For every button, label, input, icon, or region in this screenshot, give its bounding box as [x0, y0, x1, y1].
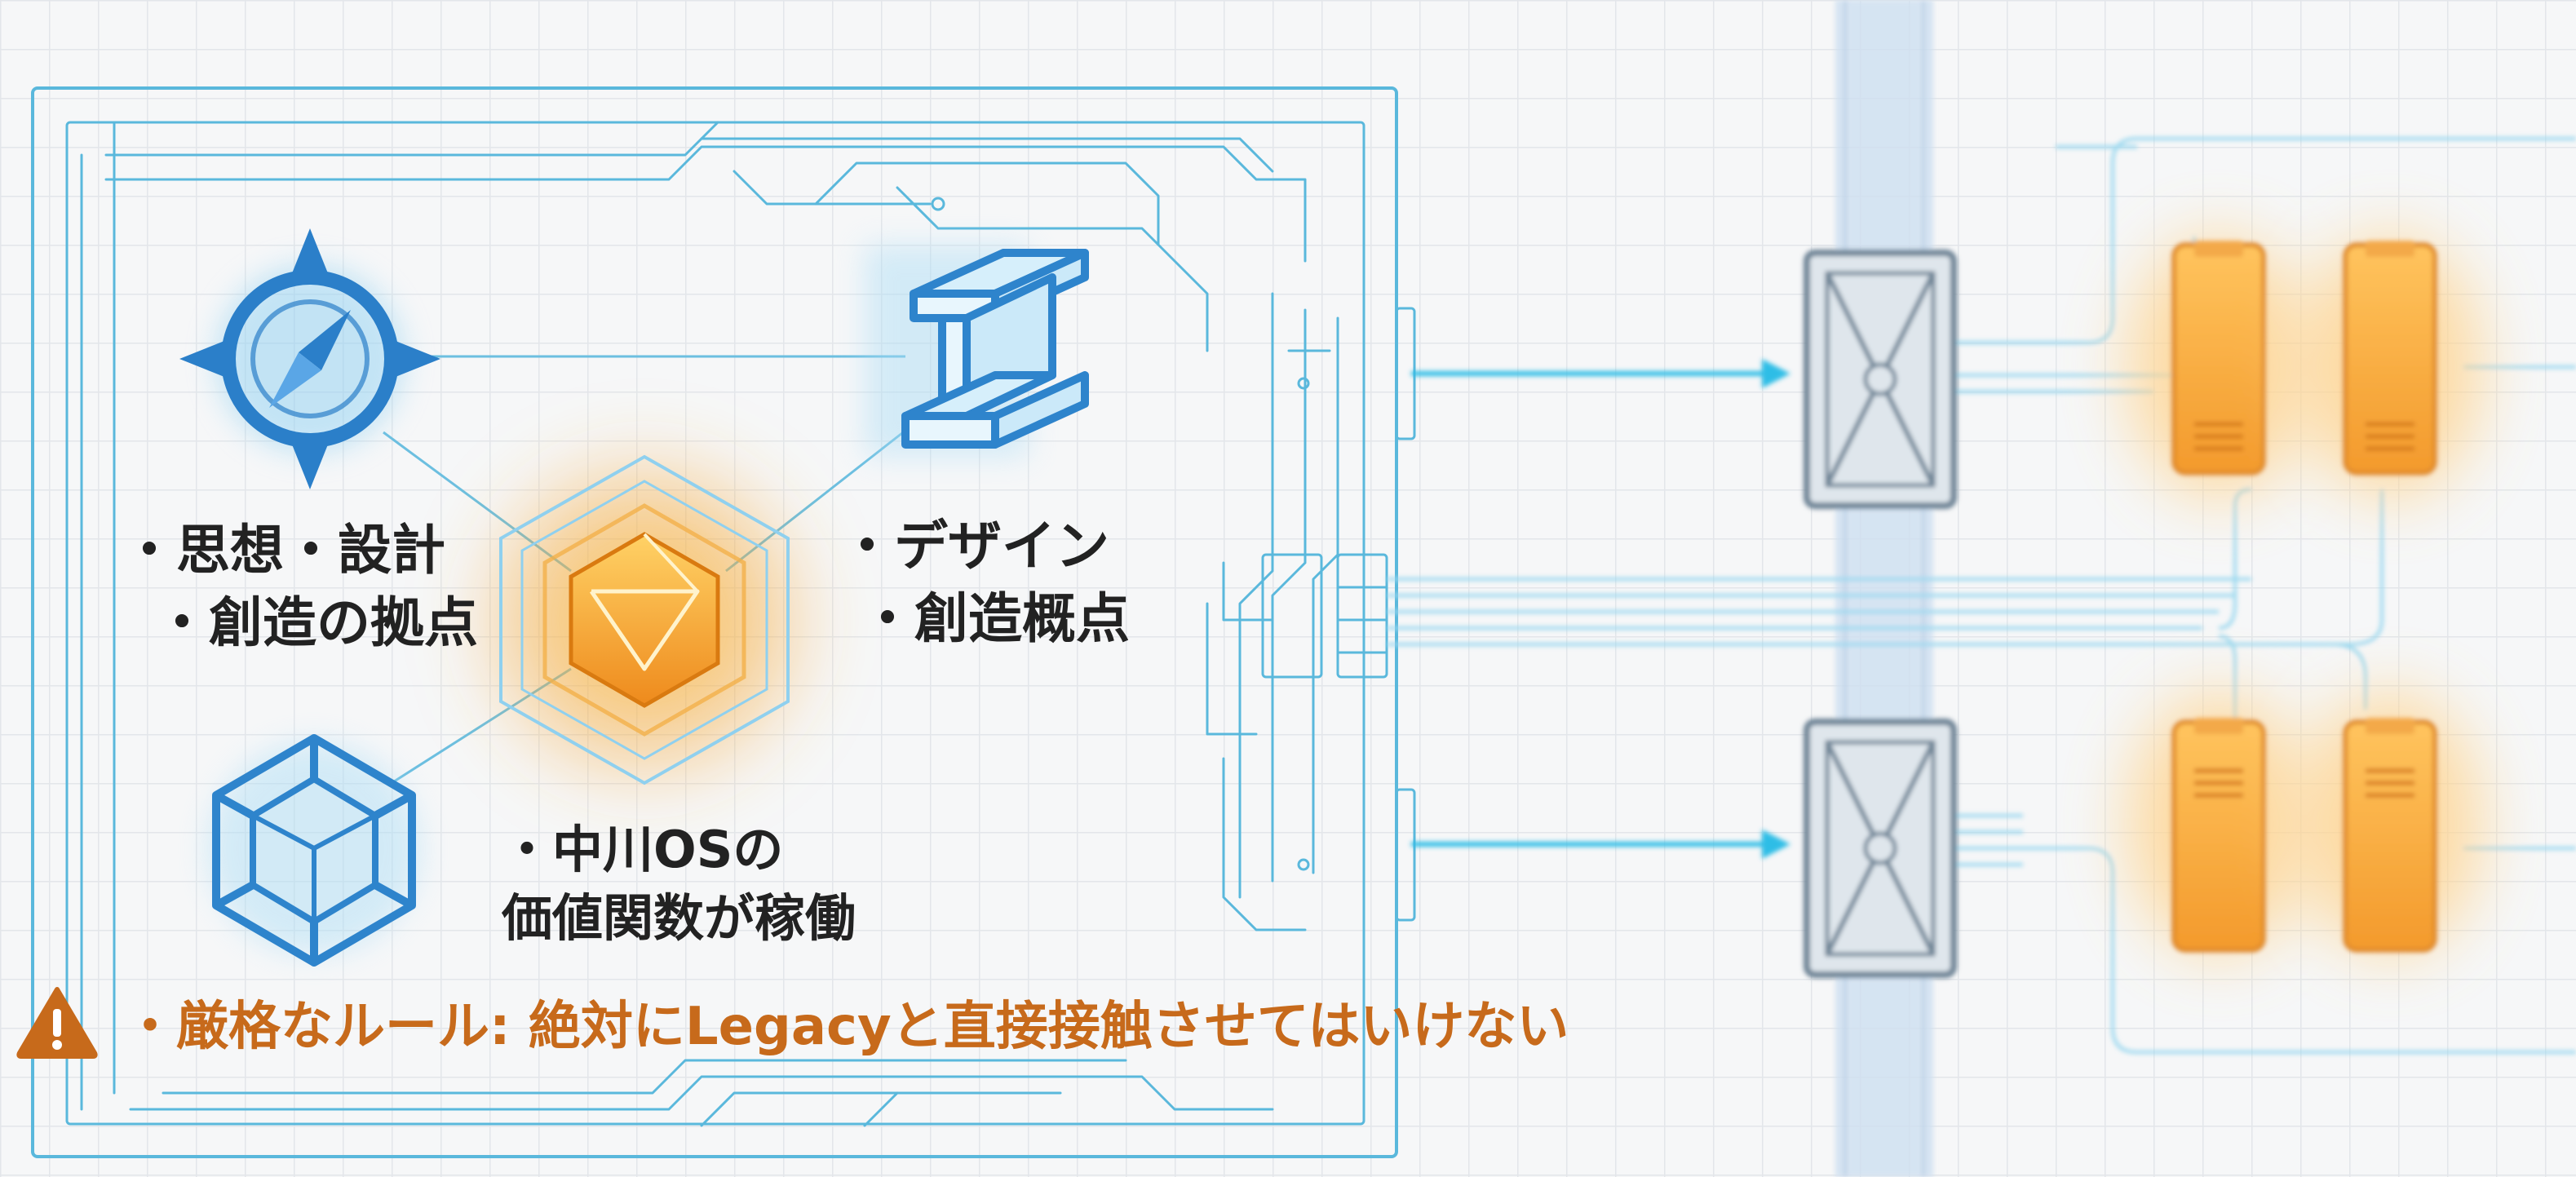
server-unit-icon	[2129, 237, 2308, 498]
label-philosophy-design: ・思想・設計 ・創造の拠点	[122, 514, 478, 659]
server-unit-icon	[2300, 693, 2480, 954]
circuit-board-frame	[31, 86, 1416, 1158]
label-value-function: ・中川OSの 価値関数が稼働	[502, 816, 856, 952]
label-left-line2: ・創造の拠点	[155, 591, 478, 655]
label-right-line2: ・創造概点	[861, 587, 1130, 651]
warning-icon	[16, 987, 98, 1059]
label-right-line1: ・デザイン	[840, 515, 1109, 577]
label-left-line1: ・思想・設計	[122, 519, 445, 582]
gateway-module-icon	[1804, 250, 1957, 509]
legacy-infrastructure	[1387, 0, 2576, 1177]
warning-text: ・厳格なルール: 絶対にLegacyと直接接触させてはいけない	[124, 997, 1569, 1057]
warning-banner: ・厳格なルール: 絶対にLegacyと直接接触させてはいけない	[15, 977, 1569, 1067]
hexagon-core-icon	[457, 432, 832, 808]
server-unit-icon	[2129, 693, 2308, 954]
server-unit-icon	[2300, 237, 2480, 498]
compass-icon	[179, 228, 440, 489]
label-bottom-line1: ・中川OSの	[502, 820, 784, 879]
label-bottom-line2: 価値関数が稼働	[502, 887, 856, 948]
label-design-creation: ・デザイン ・創造概点	[840, 510, 1130, 655]
i-beam-icon	[865, 245, 1089, 457]
flow-arrows	[1411, 359, 1790, 859]
gateway-module-icon	[1804, 719, 1957, 978]
wireframe-cube-icon	[208, 734, 420, 967]
